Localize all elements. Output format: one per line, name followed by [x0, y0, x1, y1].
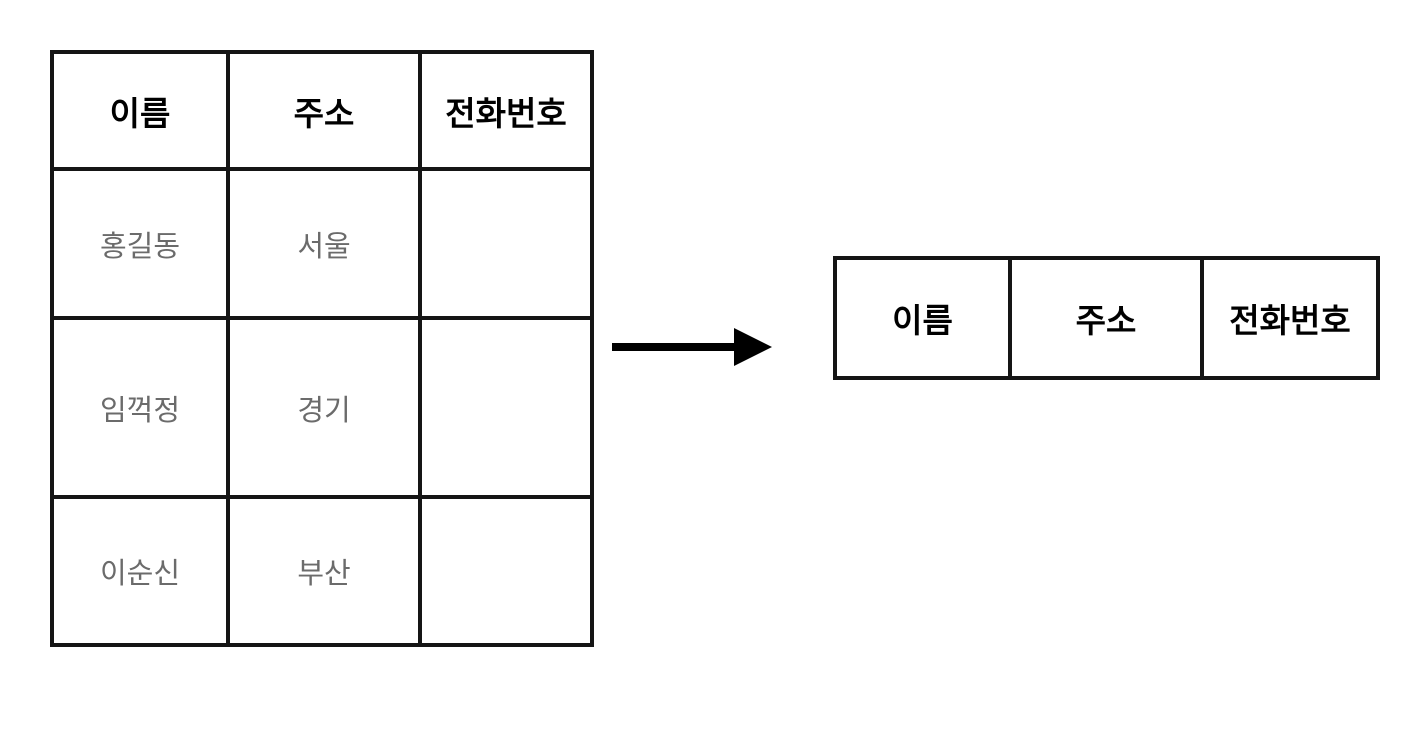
cell-name: 홍길동 [50, 167, 230, 320]
header-row: 이름 주소 전화번호 [50, 50, 594, 171]
cell-address: 부산 [226, 495, 422, 647]
header-address: 주소 [1008, 256, 1204, 380]
right-arrow-icon [612, 328, 772, 366]
header-row: 이름 주소 전화번호 [833, 256, 1380, 380]
header-phone: 전화번호 [1200, 256, 1380, 380]
header-phone: 전화번호 [418, 50, 594, 171]
result-table: 이름 주소 전화번호 [833, 256, 1380, 380]
table-row: 임꺽정 경기 [50, 316, 594, 499]
cell-name: 이순신 [50, 495, 230, 647]
source-table: 이름 주소 전화번호 홍길동 서울 임꺽정 경기 이순신 부산 [50, 50, 594, 647]
cell-address: 서울 [226, 167, 422, 320]
header-name: 이름 [50, 50, 230, 171]
header-name: 이름 [833, 256, 1012, 380]
cell-phone [418, 167, 594, 320]
cell-name: 임꺽정 [50, 316, 230, 499]
cell-phone [418, 316, 594, 499]
table-row: 이순신 부산 [50, 495, 594, 647]
header-address: 주소 [226, 50, 422, 171]
cell-phone [418, 495, 594, 647]
cell-address: 경기 [226, 316, 422, 499]
table-row: 홍길동 서울 [50, 167, 594, 320]
